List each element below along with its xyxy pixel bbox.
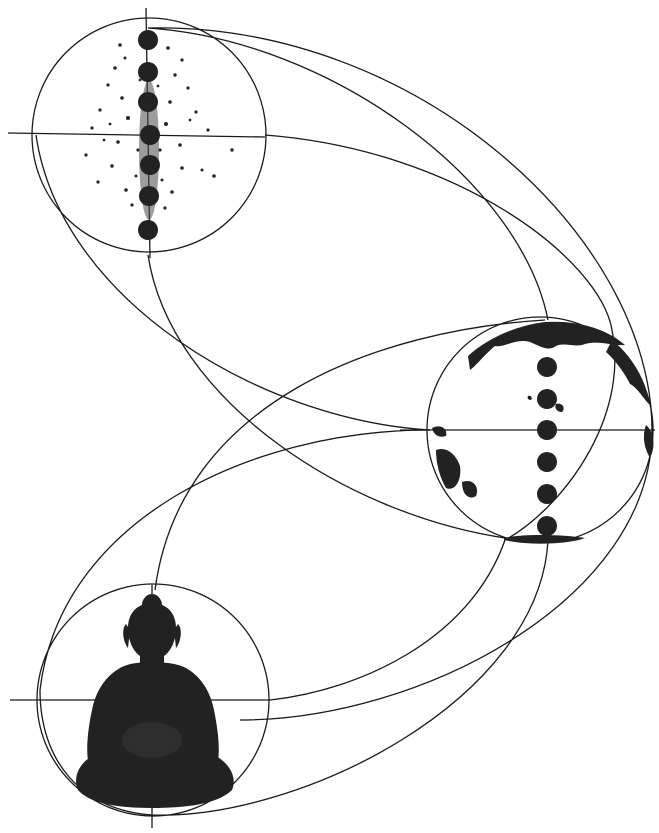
earth-circle xyxy=(400,317,655,544)
orbit-top-to-earth-left xyxy=(36,135,430,430)
orbit-outer-right xyxy=(148,28,652,720)
orbit-earth-to-buddha-top xyxy=(155,320,545,590)
orbit-upper-arc xyxy=(148,28,548,320)
orbit-top-spine-to-earth xyxy=(148,255,520,540)
cosmos-circle xyxy=(8,8,266,258)
seated-buddha-icon xyxy=(76,594,234,808)
cosmos-horizontal-axis xyxy=(8,133,265,137)
earth-orbs xyxy=(537,323,557,536)
orbit-earth-to-buddha-left xyxy=(40,430,430,690)
orbit-earth-bottom-to-buddha xyxy=(270,540,505,700)
buddha-circle xyxy=(10,584,270,828)
